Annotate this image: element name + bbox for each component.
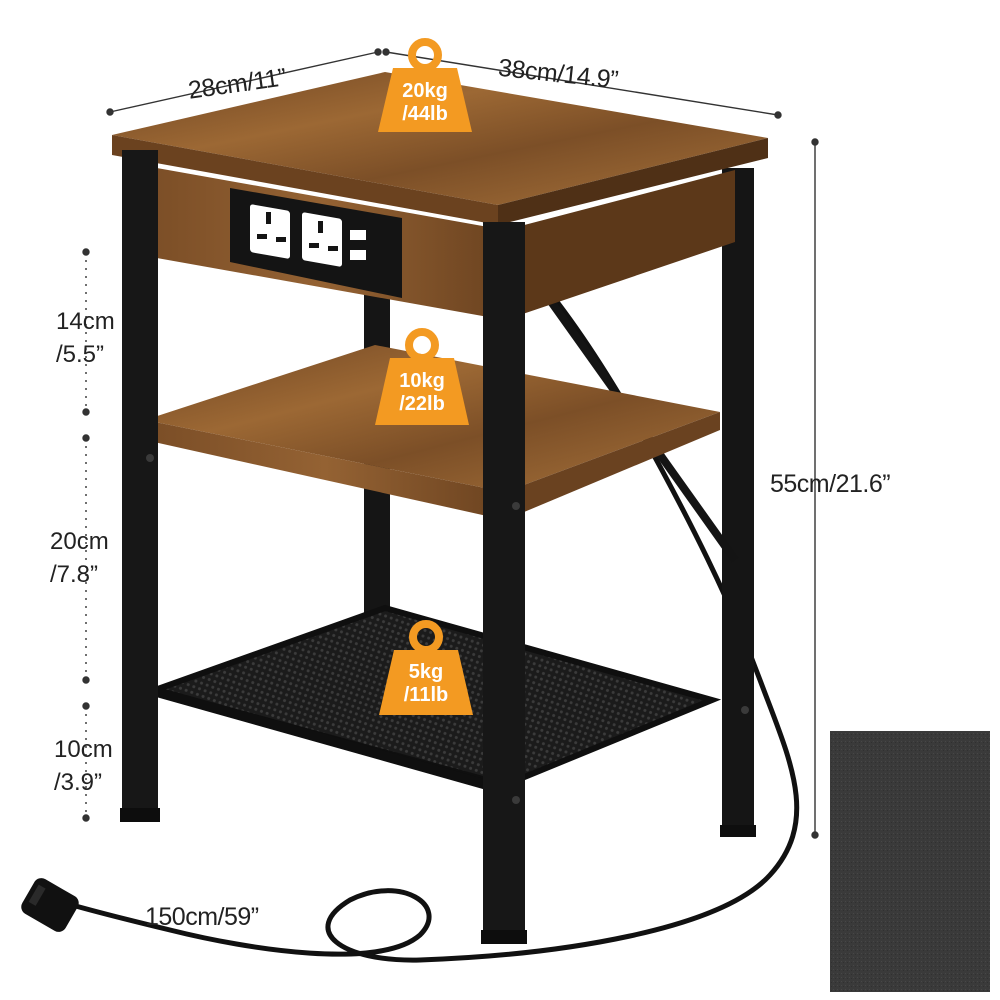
height-label: 55cm/21.6”	[770, 470, 891, 498]
load-badge-top: 20kg /44lb	[385, 80, 465, 126]
back-leg-right	[722, 168, 754, 836]
load-bottom-lb: /11lb	[403, 684, 449, 706]
gap-middle-inch: /7.8”	[50, 561, 99, 589]
cable-length-label: 150cm/59”	[145, 903, 259, 931]
load-middle-lb: /22lb	[399, 393, 445, 415]
load-top-kg: 20kg	[402, 80, 448, 102]
gap-top-inch: /5.5”	[56, 341, 105, 369]
gap-middle-cm: 20cm	[50, 528, 109, 555]
power-cable	[69, 255, 800, 963]
load-bottom-kg: 5kg	[408, 661, 444, 683]
plug-icon	[21, 878, 79, 932]
load-badge-middle: 10kg /22lb	[382, 370, 462, 416]
gap-bottom-cm: 10cm	[54, 736, 113, 763]
table-top	[112, 72, 768, 225]
weight-icon-top	[378, 38, 472, 132]
gap-bottom-label: 10cm /3.9”	[54, 733, 113, 799]
load-middle-kg: 10kg	[399, 370, 445, 392]
gap-middle-label: 20cm /7.8”	[50, 525, 109, 591]
gap-top-label: 14cm /5.5”	[56, 305, 115, 371]
front-leg-left	[122, 150, 158, 820]
gap-bottom-inch: /3.9”	[54, 769, 103, 797]
felt-pad	[830, 731, 990, 992]
load-badge-bottom: 5kg /11lb	[386, 661, 466, 707]
weight-icon-bottom	[379, 620, 473, 715]
dimension-lines	[82, 48, 819, 839]
load-top-lb: /44lb	[402, 103, 448, 125]
front-leg-right	[483, 222, 525, 944]
weight-icon-middle	[375, 328, 469, 425]
gap-top-cm: 14cm	[56, 308, 115, 335]
power-strip	[230, 188, 402, 298]
